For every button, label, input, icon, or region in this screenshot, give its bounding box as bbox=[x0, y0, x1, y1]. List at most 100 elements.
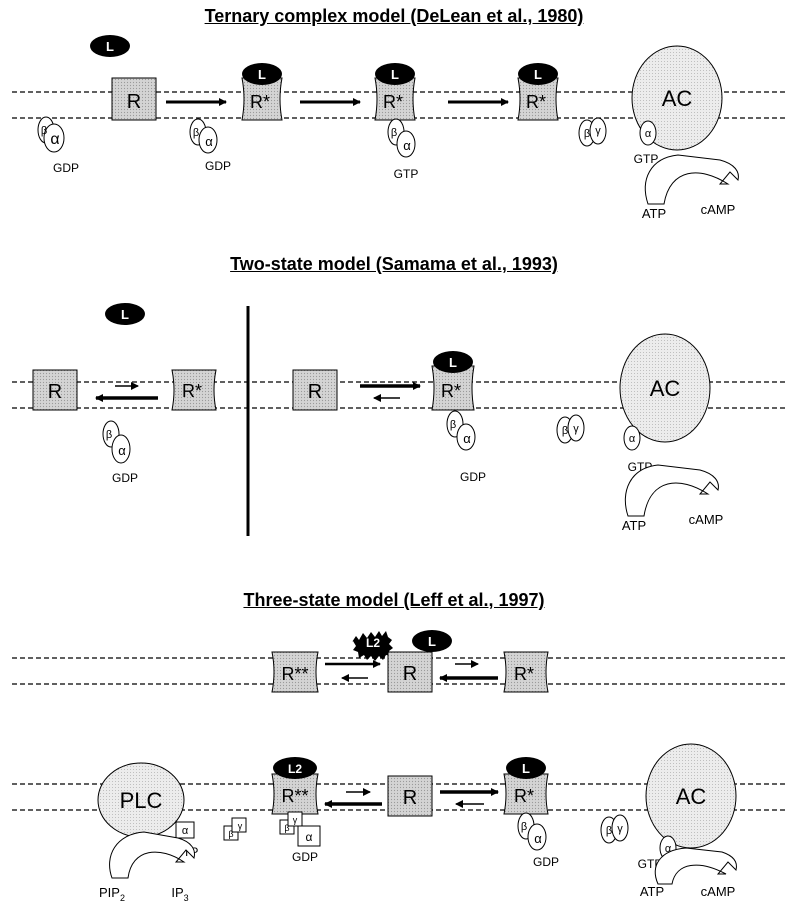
plc-label: PLC bbox=[120, 788, 163, 813]
gamma-label: γ bbox=[617, 823, 623, 835]
gamma-label: γ bbox=[238, 821, 243, 831]
g-protein-inactive: β α GDP bbox=[38, 117, 79, 175]
atp-label: ATP bbox=[642, 206, 666, 221]
ligand-label: L bbox=[449, 355, 457, 370]
alpha-label: α bbox=[645, 128, 652, 140]
beta-label: β bbox=[284, 823, 289, 833]
g-beta-gamma-1: β γ bbox=[579, 118, 606, 146]
gamma-label: γ bbox=[595, 125, 601, 137]
active-receptor-two-state-right: L R* bbox=[432, 351, 474, 410]
gtp-label: GTP bbox=[394, 167, 419, 181]
alpha-label: α bbox=[463, 431, 471, 446]
receptor-label: R bbox=[308, 381, 322, 403]
alpha-label: α bbox=[306, 830, 313, 844]
receptor-label: R bbox=[127, 91, 141, 113]
camp-label: cAMP bbox=[701, 202, 736, 217]
beta-label: β bbox=[584, 128, 590, 140]
ligand2-label: L2 bbox=[366, 636, 380, 650]
ip3-label: IP3 bbox=[171, 885, 188, 903]
ligand-label: L bbox=[121, 307, 129, 322]
beta-label: β bbox=[106, 429, 112, 441]
alpha-label: α bbox=[182, 825, 189, 837]
receptor-label: R bbox=[403, 787, 417, 809]
g-protein-bound-2: β α GTP bbox=[388, 119, 418, 181]
alpha-label: α bbox=[403, 138, 411, 153]
active-receptor-label: R* bbox=[250, 92, 270, 112]
alpha-label: α bbox=[118, 443, 126, 458]
gtp-label: GTP bbox=[634, 152, 659, 166]
g-protein-inactive-2: β α GDP bbox=[103, 421, 138, 485]
receptor-label: R bbox=[403, 663, 417, 685]
ligand-label: L bbox=[258, 67, 266, 82]
active-receptor-3: L R* bbox=[518, 63, 558, 120]
adenylyl-cyclase-1: AC α GTP ATP cAMP bbox=[632, 46, 738, 221]
gdp-label: GDP bbox=[292, 850, 318, 864]
active-receptor-label: R* bbox=[514, 786, 534, 806]
ligand2-free: L2 bbox=[352, 631, 393, 661]
gamma-label: γ bbox=[293, 815, 298, 825]
gdp-label: GDP bbox=[460, 470, 486, 484]
beta-label: β bbox=[606, 825, 612, 837]
ligand-free-3: L bbox=[412, 630, 452, 652]
alt-active-receptor-label: R** bbox=[281, 664, 308, 684]
receptor-label: R bbox=[48, 381, 62, 403]
active-receptor-label: R* bbox=[514, 664, 534, 684]
active-receptor-label: R* bbox=[383, 92, 403, 112]
gdp-label: GDP bbox=[53, 161, 79, 175]
beta-label: β bbox=[521, 821, 527, 833]
receptor-r-two-state-left: R bbox=[33, 370, 77, 410]
beta-label: β bbox=[228, 829, 233, 839]
g-protein-bound-1: β α GDP bbox=[190, 119, 231, 173]
active-receptor-1: L R* bbox=[242, 63, 282, 120]
beta-label: β bbox=[41, 125, 47, 137]
ac-label: AC bbox=[650, 376, 681, 401]
adenylyl-cyclase-2: AC α GTP ATP cAMP bbox=[620, 334, 723, 533]
active-receptor-label: R* bbox=[526, 92, 546, 112]
gdp-label: GDP bbox=[205, 159, 231, 173]
beta-label: β bbox=[391, 127, 397, 139]
ligand-label: L bbox=[534, 67, 542, 82]
atp-label: ATP bbox=[622, 518, 646, 533]
ligand-label: L bbox=[106, 39, 114, 54]
active-receptor-2: L R* bbox=[375, 63, 415, 120]
beta-label: β bbox=[193, 127, 199, 139]
alt-active-receptor-lower: L2 R** bbox=[272, 757, 318, 814]
active-receptor-label: R* bbox=[182, 381, 202, 401]
receptor-r-upper: R bbox=[388, 652, 432, 692]
g-protein-bound-two-state: β α GDP bbox=[447, 411, 486, 484]
camp-label: cAMP bbox=[689, 512, 724, 527]
active-receptor-upper: R* bbox=[504, 652, 548, 692]
ac-label: AC bbox=[676, 784, 707, 809]
g-protein-bound-lower: β α GDP bbox=[518, 813, 559, 869]
alt-active-receptor-label: R** bbox=[281, 786, 308, 806]
alpha-label: α bbox=[50, 131, 59, 148]
alt-active-receptor-upper: R** bbox=[272, 652, 318, 692]
alpha-label: α bbox=[205, 134, 213, 149]
active-receptor-label: R* bbox=[441, 381, 461, 401]
ligand-free: L bbox=[90, 35, 130, 57]
g-beta-gamma-2: β γ bbox=[557, 415, 584, 443]
g-beta-gamma-square-1: β γ bbox=[224, 818, 246, 840]
beta-label: β bbox=[450, 419, 456, 431]
active-receptor-two-state-left: R* bbox=[172, 370, 216, 410]
atp-label: ATP bbox=[640, 884, 664, 899]
alpha-label: α bbox=[534, 831, 542, 846]
camp-label: cAMP bbox=[701, 884, 736, 899]
receptor-r-lower: R bbox=[388, 776, 432, 816]
gdp-label: GDP bbox=[112, 471, 138, 485]
pip2-label: PIP2 bbox=[99, 885, 125, 903]
alpha-label: α bbox=[629, 433, 636, 445]
ligand-label: L bbox=[391, 67, 399, 82]
g-protein-square-bound: β γ α GDP bbox=[280, 812, 320, 864]
ligand-label: L bbox=[428, 634, 436, 649]
adenylyl-cyclase-3: AC α GTP ATP cAMP bbox=[638, 744, 737, 899]
receptor-r: R bbox=[112, 78, 156, 120]
ligand-free-2: L bbox=[105, 303, 145, 325]
ac-label: AC bbox=[662, 86, 693, 111]
g-beta-gamma-3: β γ bbox=[601, 815, 628, 843]
beta-label: β bbox=[562, 425, 568, 437]
active-receptor-lower: L R* bbox=[504, 757, 548, 814]
ligand2-label: L2 bbox=[288, 762, 302, 776]
receptor-r-two-state-right: R bbox=[293, 370, 337, 410]
